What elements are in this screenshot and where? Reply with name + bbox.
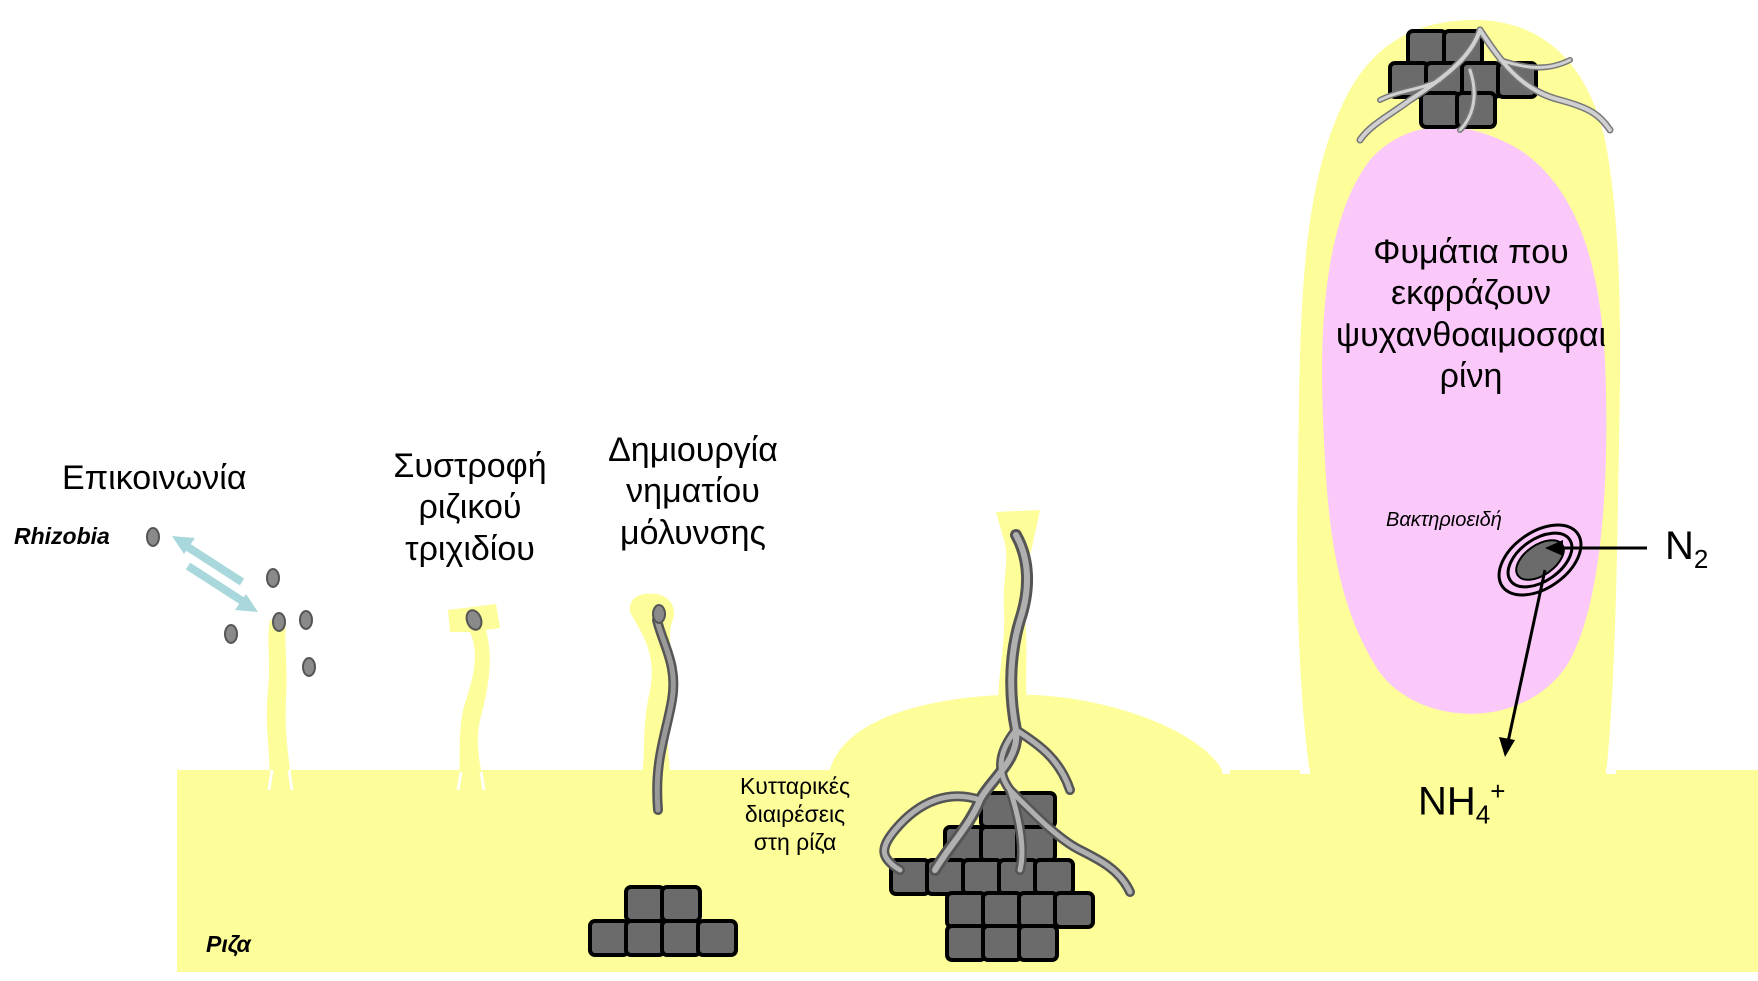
label-n2: N2 — [1665, 522, 1708, 576]
root-hair-2-curled — [448, 604, 500, 790]
label-nodules: Φυμάτια που εκφράζουν ψυχανθοαιμοσφαι ρί… — [1320, 232, 1622, 398]
label-communication: Επικοινωνία — [62, 458, 247, 499]
n2-sub: 2 — [1694, 544, 1708, 574]
label-bacteroids: Βακτηριοειδή — [1386, 508, 1502, 532]
curling-line-1: Συστροφή — [378, 446, 562, 487]
infection-line-3: μόλυνσης — [588, 513, 798, 554]
label-root-hair-curling: Συστροφή ριζικού τριχιδίου — [378, 446, 562, 570]
root-hair-3 — [630, 594, 674, 790]
curling-line-3: τριχιδίου — [378, 529, 562, 570]
label-cell-divisions: Κυτταρικές διαιρέσεις στη ρίζα — [730, 772, 860, 856]
root-hair-1 — [267, 620, 292, 790]
divisions-line-2: διαιρέσεις — [730, 800, 860, 828]
n2-base: N — [1665, 524, 1694, 568]
label-nh4: NH4+ — [1418, 776, 1505, 831]
rhizobia-bacteria — [147, 528, 315, 676]
divisions-line-3: στη ρίζα — [730, 828, 860, 856]
label-root: Ριζα — [206, 930, 251, 958]
nodules-line-1: Φυμάτια που — [1320, 232, 1622, 273]
infection-line-2: νηματίου — [588, 471, 798, 512]
nodule-inner — [1322, 127, 1606, 714]
nh4-sub: 4 — [1476, 799, 1490, 829]
nodules-line-2: εκφράζουν — [1320, 273, 1622, 314]
label-infection-thread: Δημιουργία νηματίου μόλυνσης — [588, 430, 798, 554]
bacterium-hair-3 — [653, 605, 665, 623]
infection-line-1: Δημιουργία — [588, 430, 798, 471]
nodules-line-3: ψυχανθοαιμοσφαι — [1320, 315, 1622, 356]
communication-arrows — [172, 536, 258, 612]
nodules-line-4: ρίνη — [1320, 356, 1622, 397]
root-bottom-edge — [177, 972, 1758, 976]
nh4-base: NH — [1418, 779, 1476, 823]
curling-line-2: ριζικού — [378, 487, 562, 528]
label-rhizobia: Rhizobia — [14, 522, 110, 550]
divisions-line-1: Κυτταρικές — [730, 772, 860, 800]
nh4-sup: + — [1490, 776, 1505, 806]
